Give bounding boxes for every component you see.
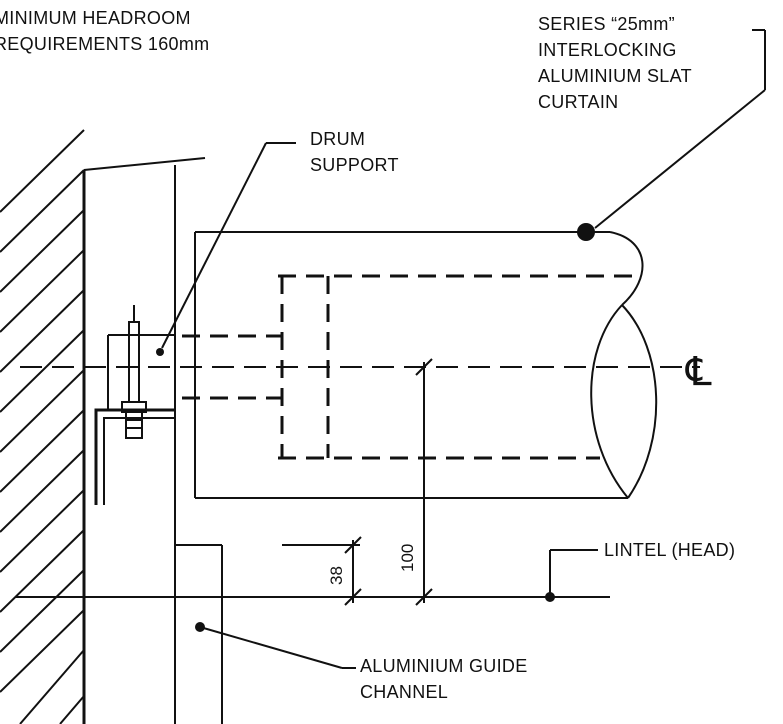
drum-support-leader [156,142,296,356]
bolt [121,305,147,439]
dimension-lines [282,358,433,606]
guide-channel-frame [83,157,223,724]
curtain-label-line3: ALUMINIUM SLAT [538,66,692,86]
drum-cylinder [194,231,658,499]
guide-channel-leader [195,622,356,669]
drum-support-label-line1: DRUM [310,129,365,149]
drum-support-label-line2: SUPPORT [310,155,399,175]
dimension-38-label: 38 [327,566,346,585]
centerline-symbol: ℄ [685,349,712,394]
curtain-leader [577,29,766,241]
headroom-note-line1: MINIMUM HEADROOM [0,8,191,28]
wall-hatching [0,129,86,724]
curtain-label-line4: CURTAIN [538,92,618,112]
headroom-note-line2: REQUIREMENTS 160mm [0,34,209,54]
guide-channel-label-line2: CHANNEL [360,682,448,702]
lintel-leader [545,549,598,602]
curtain-label-line2: INTERLOCKING [538,40,677,60]
guide-channel-label-line1: ALUMINIUM GUIDE [360,656,528,676]
lintel-label: LINTEL (HEAD) [604,540,735,560]
dimension-100-label: 100 [398,544,417,572]
curtain-label-line1: SERIES “25mm” [538,14,675,34]
